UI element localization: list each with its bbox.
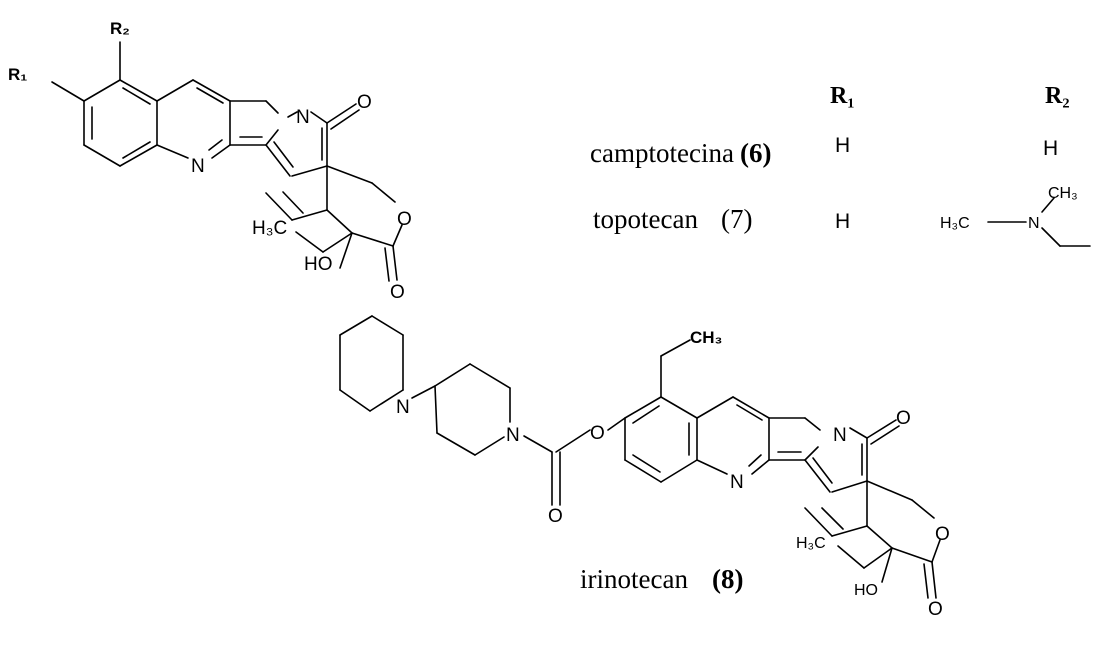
ring-a-bonds bbox=[83, 79, 158, 167]
ring-c-bonds bbox=[229, 100, 279, 146]
irinotecan-ring-c bbox=[768, 417, 821, 461]
r1-label: R₁ bbox=[8, 65, 27, 84]
atom-n-label: N bbox=[833, 425, 847, 446]
atom-o-label: O bbox=[357, 92, 372, 113]
atom-o-label: O bbox=[390, 282, 405, 303]
compound-number: (8) bbox=[712, 564, 743, 594]
atom-o-label: O bbox=[590, 423, 605, 444]
camptothecin-core-structure: N N O O O HO H₃C R₁ R₂ bbox=[8, 19, 412, 303]
methyl-label: H₃C bbox=[796, 535, 826, 552]
atom-n-label: N bbox=[191, 156, 205, 177]
irinotecan-ring-e bbox=[804, 480, 941, 599]
methyl-label: H₃C bbox=[940, 215, 970, 232]
piperidine-ring-1 bbox=[339, 315, 436, 412]
irinotecan-ring-d bbox=[804, 419, 900, 493]
compound-number: (7) bbox=[721, 204, 752, 234]
carbamate-linker bbox=[523, 417, 626, 506]
atom-o-label: O bbox=[896, 408, 911, 429]
atom-o-label: O bbox=[928, 599, 943, 620]
table-header-r2: R₂ bbox=[1045, 83, 1070, 109]
r2-value: H bbox=[1043, 137, 1058, 160]
r2-label: R₂ bbox=[110, 19, 130, 38]
r1-value: H bbox=[835, 210, 850, 233]
atom-n-label: N bbox=[396, 397, 410, 418]
table-row: topotecan (7) H bbox=[593, 204, 850, 234]
atom-o-label: O bbox=[397, 209, 412, 230]
piperidine-ring-2 bbox=[434, 363, 511, 456]
atom-o-label: O bbox=[935, 524, 950, 545]
compound-number: (6) bbox=[740, 138, 771, 168]
hydroxyl-label: HO bbox=[854, 582, 878, 599]
atom-o-label: O bbox=[548, 506, 563, 527]
hydroxyl-label: HO bbox=[304, 254, 333, 275]
substituent-table: R₁ R₂ camptotecina (6) H H topotecan (7)… bbox=[590, 83, 1091, 247]
ring-d-bonds bbox=[265, 103, 360, 177]
table-row: camptotecina (6) H H bbox=[590, 134, 1058, 168]
irinotecan-ring-a bbox=[624, 339, 698, 483]
irinotecan-ring-b bbox=[696, 396, 770, 475]
ring-b-bonds bbox=[156, 79, 231, 159]
methyl-label: CH₃ bbox=[690, 328, 722, 347]
compound-name: camptotecina bbox=[590, 138, 734, 168]
r1-value: H bbox=[835, 134, 850, 157]
table-header-r1: R₁ bbox=[830, 83, 855, 109]
dimethylaminomethyl-structure: N H₃C CH₃ bbox=[940, 185, 1091, 247]
methyl-label: CH₃ bbox=[1048, 185, 1078, 202]
atom-n-label: N bbox=[506, 425, 520, 446]
atom-n-label: N bbox=[1028, 215, 1040, 232]
atom-n-label: N bbox=[296, 107, 310, 128]
compound-name: topotecan bbox=[593, 204, 698, 234]
atom-n-label: N bbox=[730, 472, 744, 493]
methyl-label: H₃C bbox=[252, 218, 287, 239]
ring-e-bonds bbox=[265, 165, 403, 282]
irinotecan-structure: N N O O CH₃ N N O O O HO H₃C irinotecan … bbox=[339, 315, 950, 620]
compound-name: irinotecan bbox=[580, 564, 688, 594]
